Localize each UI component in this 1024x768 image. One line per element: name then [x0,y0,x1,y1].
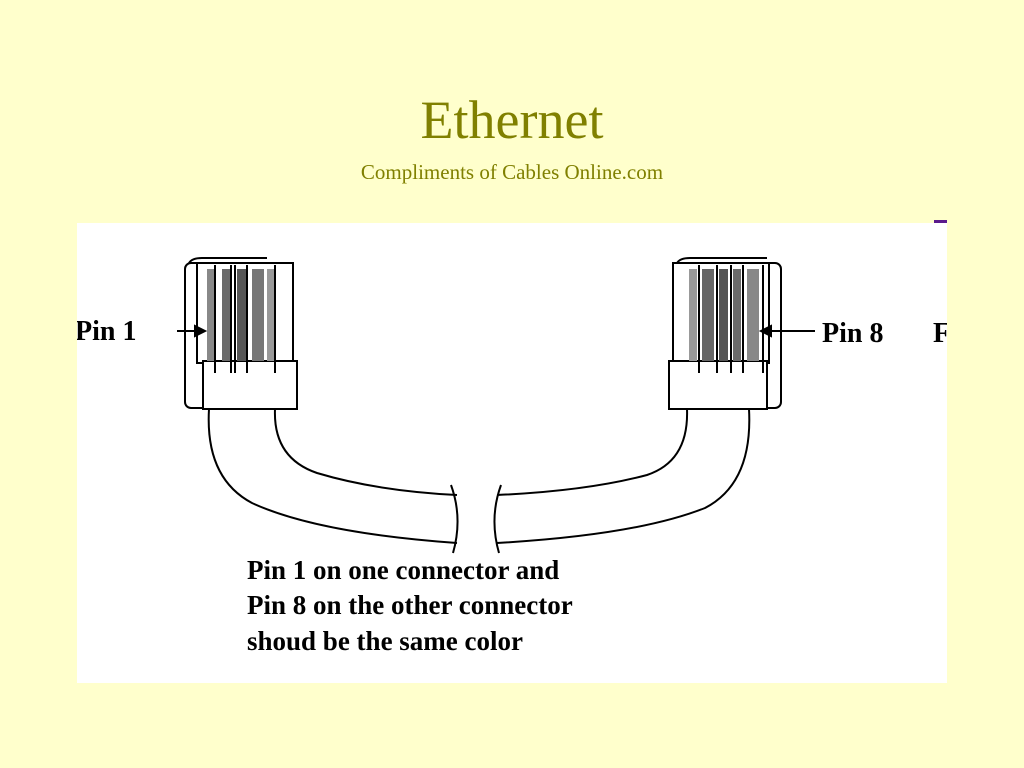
cable-left [207,408,459,554]
caption-line-1: Pin 1 on one connector and [247,555,559,585]
left-connector [184,257,298,410]
cable-right [493,408,751,554]
connector-diagram: Pin 1 Pin 8 F Pin 1 on one connector and… [77,223,947,683]
slide-subtitle: Compliments of Cables Online.com [360,160,664,184]
right-connector [668,257,782,410]
connector-diagram-svg: Pin 1 Pin 8 F Pin 1 on one connector and… [77,257,947,656]
pin8-label: Pin 8 [822,318,883,349]
caption-line-2: Pin 8 on the other connector [247,590,573,620]
slide-title: Ethernet [420,90,604,150]
right-edge-label: F [933,318,947,349]
caption-line-3: shoud be the same color [247,626,523,656]
pin1-label: Pin 1 [77,316,136,347]
pin8-arrow [758,324,815,338]
corner-mark [934,220,947,223]
pin1-arrow [177,324,208,338]
